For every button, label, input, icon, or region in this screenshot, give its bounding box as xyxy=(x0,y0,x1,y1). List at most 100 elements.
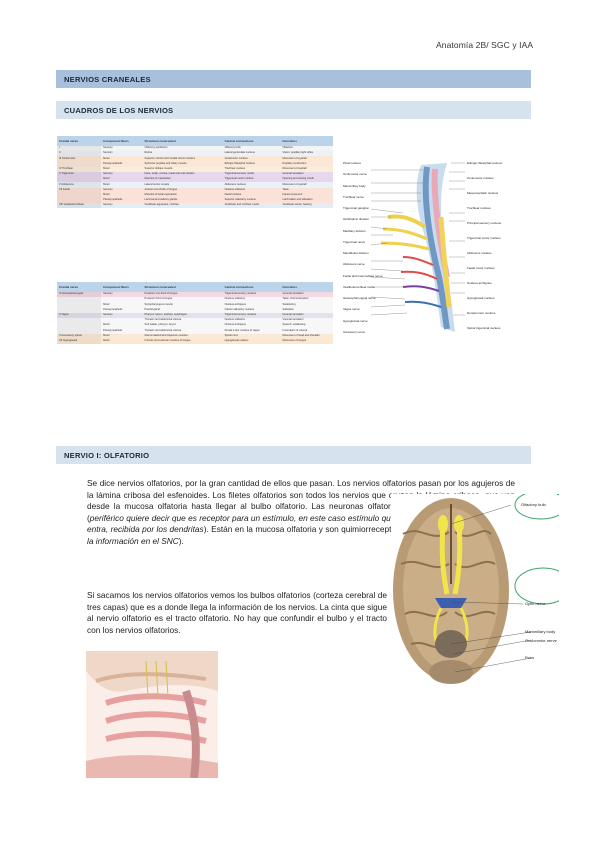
table-cell: Sphincter pupillae and ciliary muscle xyxy=(144,161,187,165)
brainstem-label: Mammillary body xyxy=(343,183,366,188)
table-cell xyxy=(57,197,102,204)
table-cell: Sternomastoid and trapezius muscles xyxy=(144,333,188,337)
table-cell: Motor xyxy=(103,182,110,186)
table-cell: Parasympathetic xyxy=(103,161,123,165)
table-cell: Spinal cord xyxy=(224,333,238,337)
table-cell: Olfactory bulb xyxy=(224,146,241,150)
table-cell xyxy=(57,297,102,303)
table-cell: Sensory xyxy=(103,203,113,207)
table-cell: II xyxy=(57,151,102,157)
table-cell xyxy=(57,302,102,308)
table-header-cell: Functions xyxy=(280,136,333,146)
label-pons: Pons xyxy=(525,655,535,660)
table-cell: Nucleus ambiguus xyxy=(224,302,246,306)
brainstem-label: Trochlear nerve xyxy=(343,194,364,199)
table-cell: Oculomotor nucleus xyxy=(224,156,248,160)
table-cell: Muscles of facial expression xyxy=(144,192,177,196)
brainstem-label: Principal sensory nucleus xyxy=(467,221,502,225)
table-header-cell: Central connections xyxy=(222,282,281,292)
table-cell: VII Facial xyxy=(57,187,102,193)
table-cell: VIII Vestibulocochlear xyxy=(57,203,102,209)
brainstem-label: Facial motor nucleus xyxy=(467,266,495,270)
table-cell: Sensory xyxy=(103,292,113,296)
table-cell: Posterior one-third of tongue xyxy=(144,292,178,296)
label-optic-nerve: Optic nerve xyxy=(525,601,546,606)
brainstem-label: Spinal trigeminal nucleus xyxy=(467,326,501,330)
table-cell: General sensation xyxy=(282,172,304,176)
table-cell: Trigeminal sensory nucleus xyxy=(224,312,257,316)
table-cell: Swallowing xyxy=(282,302,296,306)
brainstem-label: Trochlear nucleus xyxy=(467,206,491,210)
table-header-cell: Cranial nerve xyxy=(57,136,102,146)
table-cell xyxy=(57,328,102,334)
label-olfactory-bulb: Olfactory bulb xyxy=(521,502,546,507)
table-cell: Nucleus ambiguus xyxy=(224,323,246,327)
table-cell: Sensory xyxy=(103,151,113,155)
table-cell: Motor xyxy=(103,333,110,337)
table-cell: Sensory xyxy=(103,172,113,176)
brainstem-label: Mesencephalic nucleus xyxy=(467,191,499,195)
nasal-cavity-illustration xyxy=(86,651,218,779)
table-cell: Superior, inferior and medial rectus mus… xyxy=(144,156,196,160)
table-cell xyxy=(57,317,102,324)
table-cell: Vestibular and cochlear nuclei xyxy=(224,203,260,207)
table-cell: Trigeminal motor nucleus xyxy=(224,177,254,181)
table-cell: General sensation xyxy=(282,292,304,296)
table-cell: IV Trochlear xyxy=(57,166,102,172)
table-cell: Parasympathetic xyxy=(103,328,123,332)
table-cell: Trigeminal sensory nuclei xyxy=(224,172,254,176)
brainstem-illustration xyxy=(343,157,526,357)
table-header-cell: Component fibers xyxy=(101,282,143,292)
brainstem-label: Abducens nerve xyxy=(343,262,365,267)
table-cell: V Trigeminal xyxy=(57,171,102,178)
table-cell: I xyxy=(57,146,102,152)
table-cell: Parotid gland xyxy=(144,307,160,311)
paragraph-text: ). xyxy=(178,535,184,546)
table-cell: Pharynx, larynx, trachea, esophagus xyxy=(144,312,187,316)
table-cell: Salivation xyxy=(282,307,294,311)
table-cell: Abducens nucleus xyxy=(224,182,246,186)
table-cell: Visceral sensation xyxy=(282,318,304,322)
table-header-cell: Component fibers xyxy=(101,136,143,146)
brain-inferior-photo: Olfactory bulb Optic nerve Mammillary bo… xyxy=(391,490,572,686)
table-cell xyxy=(57,323,102,329)
table-cell: Movement of eyeball xyxy=(282,156,307,160)
brainstem-label: Pinal nucleus xyxy=(343,161,361,165)
nasal-sagittal-svg xyxy=(86,651,218,779)
brainstem-label: Oculomotor nerve xyxy=(343,172,367,177)
table-cell: Retina xyxy=(144,151,153,155)
section-title-cuadros: CUADROS DE LOS NERVIOS xyxy=(56,101,531,119)
table-cell: Hypoglossal nucleus xyxy=(224,338,249,342)
table-cell: Motor xyxy=(103,177,110,181)
brainstem-label: Trigeminal motor nucleus xyxy=(467,236,501,240)
table-cell: Innervation of viscera xyxy=(282,328,308,332)
table-cell: Movement of tongue xyxy=(282,338,307,342)
table-cell: Nucleus solitarius xyxy=(224,187,245,191)
table-header-cell: Structures innervated xyxy=(142,282,223,292)
table-cell: IX Glossopharyngeal xyxy=(57,292,102,298)
paragraph-text: ). Están en la mucosa olfatoria y son qu… xyxy=(203,524,416,535)
table-cell: Inferior salivatory nucleus xyxy=(224,307,254,311)
label-oculomotor-nerve: Oculomotor nerve xyxy=(525,638,557,643)
table-cell: Edinger-Westphal nucleus xyxy=(224,161,255,165)
table-cell: Parasympathetic xyxy=(103,307,123,311)
table-cell: Sensory xyxy=(103,187,113,191)
table-cell: Anterior two-thirds of tongue xyxy=(144,187,178,191)
table-cell: Lateral rectus muscle xyxy=(144,182,170,186)
table-cell: Olfaction xyxy=(282,146,293,150)
brain-illustration xyxy=(391,490,572,686)
